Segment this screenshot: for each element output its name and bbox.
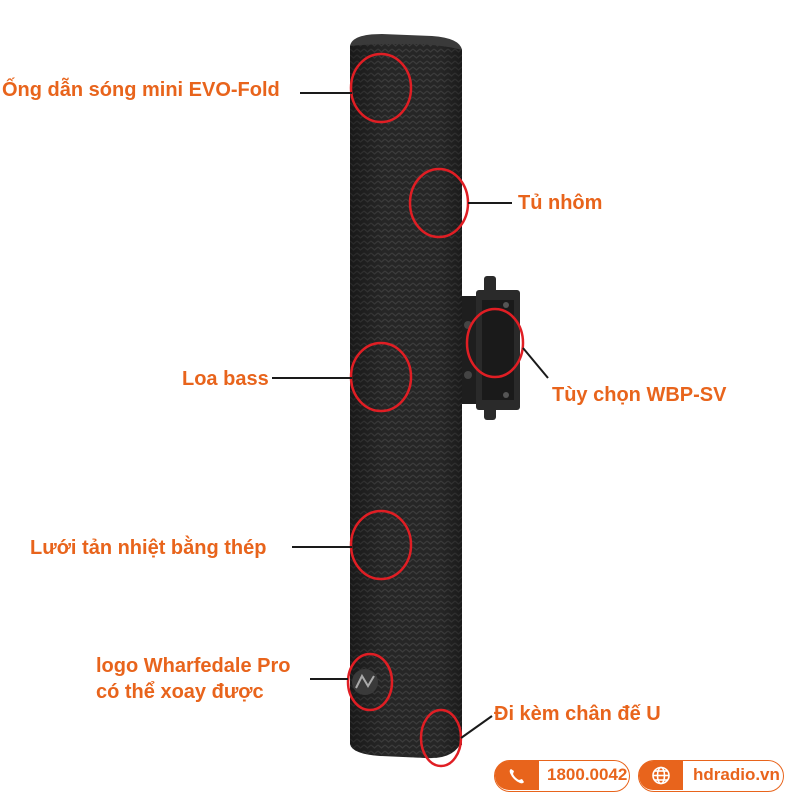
callout-bracket: Tùy chọn WBP-SV — [552, 384, 727, 406]
website-pill[interactable]: hdradio.vn — [638, 760, 784, 792]
phone-pill[interactable]: 1800.0042 — [494, 760, 630, 792]
highlight-grille — [349, 509, 413, 581]
highlight-bracket — [465, 307, 525, 379]
leader-lines — [272, 92, 549, 739]
callout-waveguide: Ống dẫn sóng mini EVO-Fold — [2, 79, 280, 101]
highlight-logo — [346, 652, 394, 712]
callout-stand: Đi kèm chân đế U — [494, 703, 661, 725]
wharfedale-logo-icon — [352, 669, 378, 695]
website-url: hdradio.vn — [693, 765, 780, 784]
callout-logo-line2: có thể xoay được — [96, 681, 264, 703]
callout-logo-line1: logo Wharfedale Pro — [96, 655, 291, 677]
highlight-waveguide — [349, 52, 413, 124]
callout-logo: logo Wharfedale Pro có thể xoay được — [96, 653, 290, 705]
callout-bass: Loa bass — [182, 368, 269, 390]
wall-bracket — [462, 276, 520, 420]
callout-grille: Lưới tản nhiệt bằng thép — [30, 537, 267, 559]
globe-icon — [639, 761, 683, 790]
phone-icon — [495, 761, 539, 790]
callout-cabinet: Tủ nhôm — [518, 192, 603, 214]
phone-number: 1800.0042 — [547, 765, 628, 784]
